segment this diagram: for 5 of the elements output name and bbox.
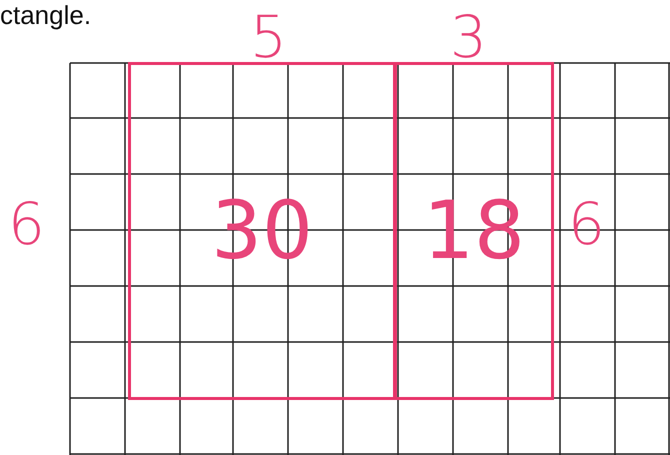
area-rectangle: [128, 62, 396, 400]
side-length: 5: [250, 8, 287, 66]
cut-off-text: ctangle.: [0, 1, 92, 31]
side-length: 3: [450, 8, 487, 66]
side-length: 6: [8, 195, 45, 253]
